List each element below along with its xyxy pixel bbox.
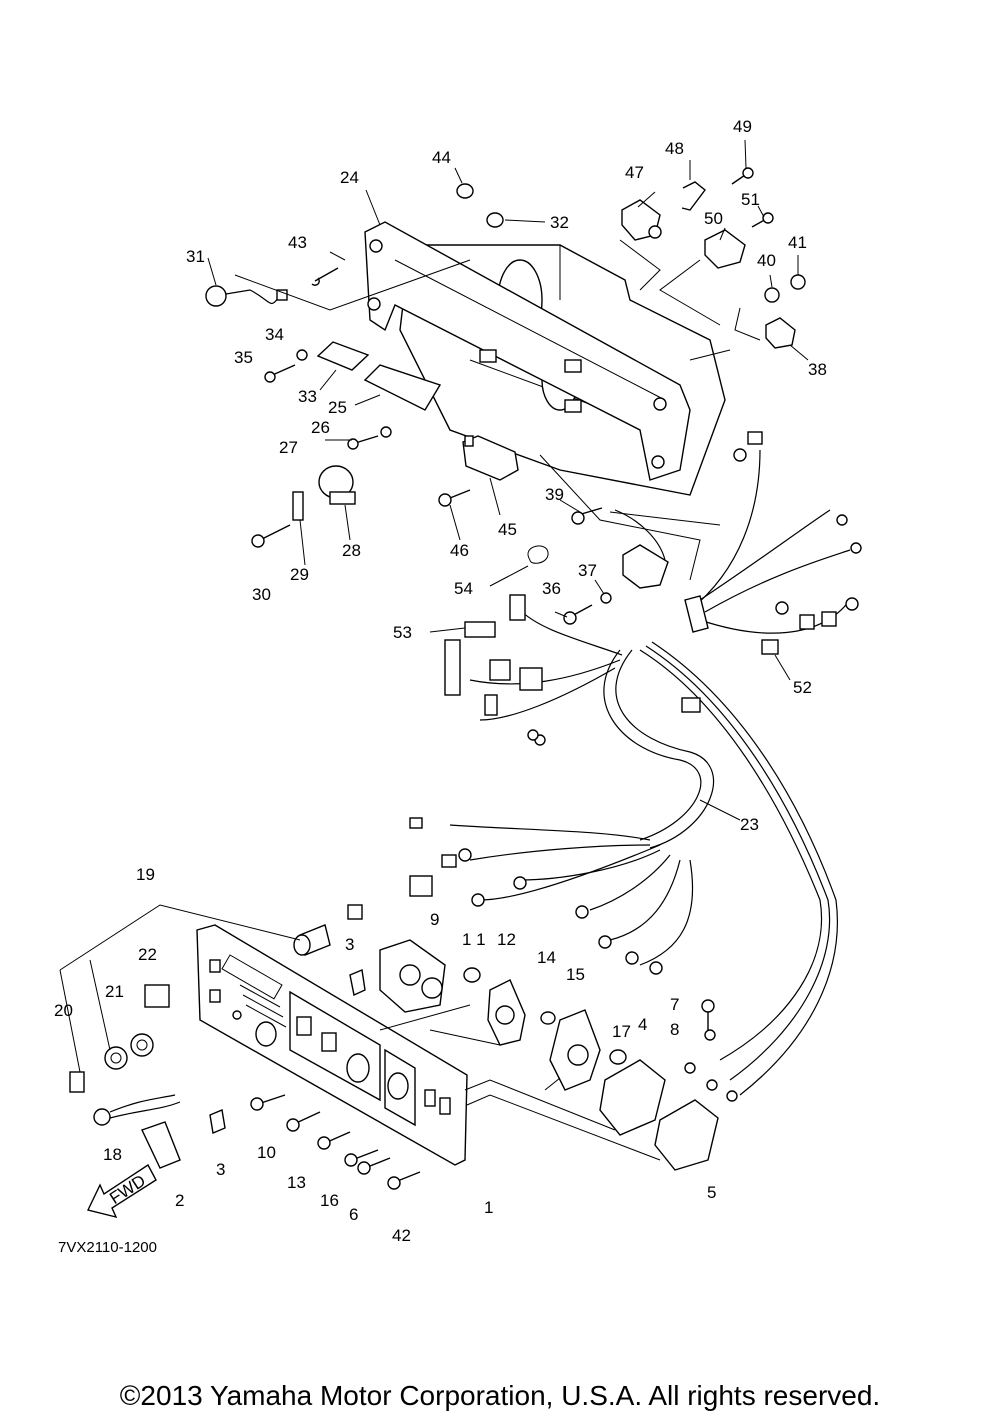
callout-41: 41 [788, 233, 807, 252]
callout-53: 53 [393, 623, 412, 642]
callout-2: 2 [175, 1191, 184, 1210]
callout-12: 12 [497, 930, 516, 949]
callout-23: 23 [740, 815, 759, 834]
callout-34: 34 [265, 325, 284, 344]
callout-35: 35 [234, 348, 253, 367]
control-box-assembly [364, 221, 726, 496]
callout-16: 16 [320, 1191, 339, 1210]
callout-25: 25 [328, 398, 347, 417]
callout-10: 10 [257, 1143, 276, 1162]
callout-29: 29 [290, 565, 309, 584]
callout-44: 44 [432, 148, 451, 167]
callout-8: 8 [670, 1020, 679, 1039]
callout-28: 28 [342, 541, 361, 560]
callout-43: 43 [288, 233, 307, 252]
callout-45: 45 [498, 520, 517, 539]
callout-51: 51 [741, 190, 760, 209]
callout-31: 31 [186, 247, 205, 266]
callout-labels: 1 2 3 3 4 5 6 7 8 9 10 1 1 12 13 14 15 1… [54, 117, 827, 1245]
callout-30: 30 [252, 585, 271, 604]
top-right-switches [621, 167, 796, 349]
callout-42: 42 [392, 1226, 411, 1245]
callout-19: 19 [136, 865, 155, 884]
fwd-arrow-icon [86, 1163, 157, 1219]
callout-39: 39 [545, 485, 564, 504]
diagram-code: 7VX2110-1200 [58, 1239, 157, 1256]
callout-7: 7 [670, 995, 679, 1014]
callout-47: 47 [625, 163, 644, 182]
lower-parts [59, 904, 738, 1219]
plate-25 [363, 364, 442, 411]
callout-54: 54 [454, 579, 473, 598]
middle-left-parts [251, 435, 519, 548]
callout-4: 4 [638, 1015, 647, 1034]
callout-20: 20 [54, 1001, 73, 1020]
callout-11: 1 1 [462, 930, 486, 949]
callout-46: 46 [450, 541, 469, 560]
callout-48: 48 [665, 139, 684, 158]
callout-5: 5 [707, 1183, 716, 1202]
callout-3: 3 [345, 935, 354, 954]
callout-33: 33 [298, 387, 317, 406]
upper-hardware [205, 183, 806, 450]
callout-37: 37 [578, 561, 597, 580]
callout-9: 9 [430, 910, 439, 929]
callout-3-lower: 3 [216, 1160, 225, 1179]
leader-lines [207, 139, 809, 821]
wire-harness-23 [409, 431, 862, 1096]
callout-6: 6 [349, 1205, 358, 1224]
callout-21: 21 [105, 982, 124, 1001]
callout-38: 38 [808, 360, 827, 379]
callout-15: 15 [566, 965, 585, 984]
callout-32: 32 [550, 213, 569, 232]
callout-22: 22 [138, 945, 157, 964]
callout-50: 50 [704, 209, 723, 228]
callout-17: 17 [612, 1022, 631, 1041]
callout-26: 26 [311, 418, 330, 437]
callout-24: 24 [340, 168, 359, 187]
callout-13: 13 [287, 1173, 306, 1192]
callout-14: 14 [537, 948, 556, 967]
callout-27: 27 [279, 438, 298, 457]
callout-40: 40 [757, 251, 776, 270]
front-panel-1 [196, 924, 468, 1166]
callout-49: 49 [733, 117, 752, 136]
callout-1: 1 [484, 1198, 493, 1217]
callout-18: 18 [103, 1145, 122, 1164]
callout-36: 36 [542, 579, 561, 598]
copyright-notice: ©2013 Yamaha Motor Corporation, U.S.A. A… [119, 1380, 881, 1411]
callout-52: 52 [793, 678, 812, 697]
plate-33 [316, 341, 370, 371]
